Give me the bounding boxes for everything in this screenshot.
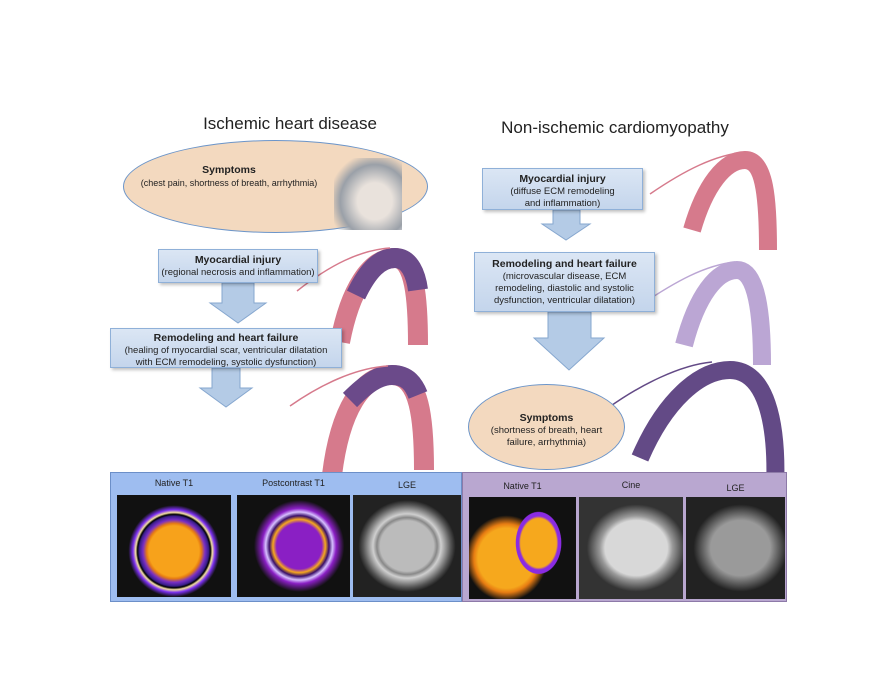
heart-wall-arc (675, 260, 771, 366)
vessel-line (649, 151, 746, 195)
down-arrow (198, 367, 254, 408)
symptoms-detail: (chest pain, shortness of breath, arrhyt… (140, 178, 318, 188)
symptoms-heading: Symptoms (202, 164, 256, 176)
lge-image (353, 495, 461, 597)
injury-heading: Myocardial injury (194, 254, 282, 266)
right-title: Non-ischemic cardiomyopathy (501, 118, 729, 137)
label-postcontrast-t1: Postcontrast T1 (262, 478, 325, 488)
right-remodeling-box: Remodeling and heart failure (microvascu… (474, 252, 655, 312)
down-arrow (532, 311, 606, 371)
vessel-line (289, 365, 389, 407)
cine-image (579, 497, 683, 599)
heart-wall-arc (322, 364, 434, 477)
chest-pain-photo (334, 158, 402, 230)
right-injury-box: Myocardial injury (diffuse ECM remodelin… (482, 168, 643, 210)
scar-segment (342, 364, 428, 408)
native-t1-map-image (469, 497, 576, 599)
left-injury-box: Myocardial injury (regional necrosis and… (158, 249, 318, 283)
symptoms-heading: Symptoms (519, 412, 574, 424)
vessel-line (607, 361, 713, 409)
lge-image (686, 497, 785, 599)
remodeling-heading: Remodeling and heart failure (492, 258, 637, 270)
label-cine: Cine (621, 480, 641, 490)
down-arrow (208, 282, 268, 324)
heart-wall-arc (330, 247, 428, 346)
remodeling-detail: (microvascular disease, ECM remodeling, … (494, 271, 635, 306)
left-remodeling-box: Remodeling and heart failure (healing of… (110, 328, 342, 368)
down-arrow (540, 209, 592, 241)
left-symptoms-text: Symptoms (chest pain, shortness of breat… (128, 164, 330, 189)
heart-wall-arc (683, 150, 777, 251)
vessel-line (641, 261, 736, 305)
injury-detail: (diffuse ECM remodeling and inflammation… (510, 186, 615, 209)
left-title: Ischemic heart disease (203, 114, 377, 133)
label-lge: LGE (726, 483, 745, 493)
label-native-t1: Native T1 (154, 478, 194, 488)
remodeling-detail: (healing of myocardial scar, ventricular… (124, 345, 328, 368)
remodeling-heading: Remodeling and heart failure (153, 332, 299, 344)
right-symptoms-ellipse: Symptoms (shortness of breath, heart fai… (468, 384, 625, 470)
injury-heading: Myocardial injury (519, 173, 606, 185)
scar-segment (346, 247, 428, 300)
symptoms-detail: (shortness of breath, heart failure, arr… (490, 425, 603, 448)
injury-detail: (regional necrosis and inflammation) (161, 267, 315, 278)
native-t1-map-image (117, 495, 231, 597)
postcontrast-t1-map-image (237, 495, 350, 597)
label-native-t1: Native T1 (503, 481, 542, 491)
label-lge: LGE (397, 480, 416, 490)
